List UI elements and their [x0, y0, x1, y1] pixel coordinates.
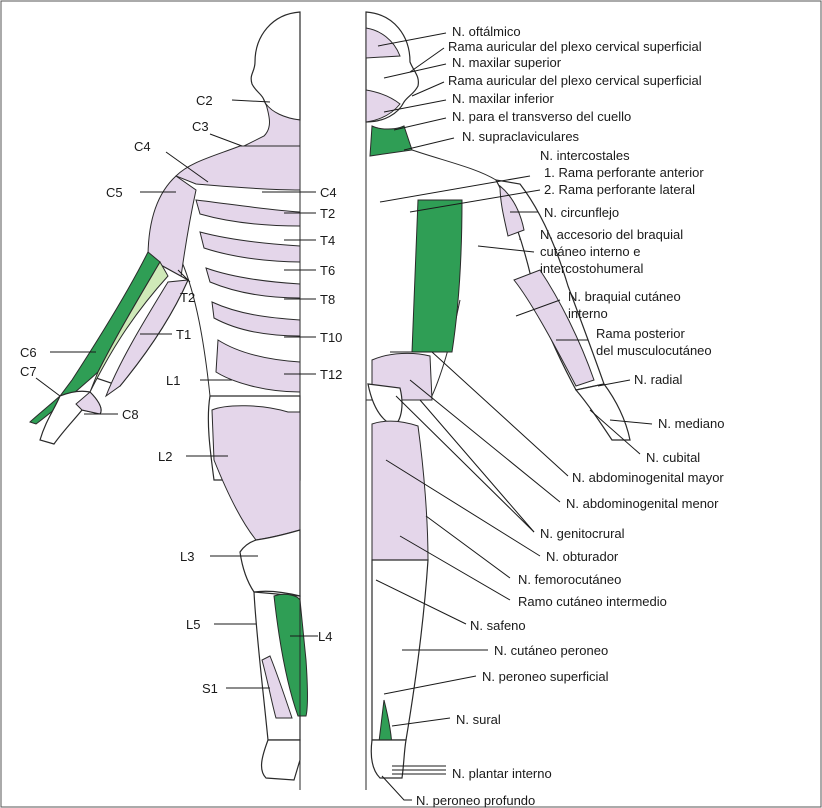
label-accesorio-2: cutáneo interno e	[540, 244, 640, 259]
label-maxilar-inf: N. maxilar inferior	[452, 91, 555, 106]
label-braquial-2: interno	[568, 306, 608, 321]
label-t4: T4	[320, 233, 335, 248]
label-cutaneo-peroneo: N. cutáneo peroneo	[494, 643, 608, 658]
label-c8: C8	[122, 407, 139, 422]
right-foot	[371, 740, 406, 778]
label-t8: T8	[320, 292, 335, 307]
label-mediano: N. mediano	[658, 416, 724, 431]
label-safeno: N. safeno	[470, 618, 526, 633]
label-musculo-2: del musculocutáneo	[596, 343, 712, 358]
label-genitocrural: N. genitocrural	[540, 526, 625, 541]
label-perforante-lat: 2. Rama perforante lateral	[544, 182, 695, 197]
label-peroneo-prof: N. peroneo profundo	[416, 793, 535, 808]
label-auricular-2: Rama auricular del plexo cervical superf…	[448, 73, 702, 88]
label-radial: N. radial	[634, 372, 683, 387]
label-maxilar-sup: N. maxilar superior	[452, 55, 562, 70]
label-t2b: T2	[180, 290, 195, 305]
label-intercostales: N. intercostales	[540, 148, 630, 163]
label-l3: L3	[180, 549, 194, 564]
label-l4: L4	[318, 629, 332, 644]
label-perforante-ant: 1. Rama perforante anterior	[544, 165, 704, 180]
label-circunflejo: N. circunflejo	[544, 205, 619, 220]
label-t12: T12	[320, 367, 342, 382]
label-l2: L2	[158, 449, 172, 464]
label-l1: L1	[166, 373, 180, 388]
label-supraclaviculares: N. supraclaviculares	[462, 129, 580, 144]
label-accesorio-1: N. accesorio del braquial	[540, 227, 683, 242]
label-c5: C5	[106, 185, 123, 200]
label-obturador: N. obturador	[546, 549, 619, 564]
label-braquial-1: N. braquial cutáneo	[568, 289, 681, 304]
label-sural: N. sural	[456, 712, 501, 727]
label-t1: T1	[176, 327, 191, 342]
label-t10: T10	[320, 330, 342, 345]
label-c4b: C4	[320, 185, 337, 200]
label-auricular-1: Rama auricular del plexo cervical superf…	[448, 39, 702, 54]
label-accesorio-3: intercostohumeral	[540, 261, 643, 276]
label-c7: C7	[20, 364, 37, 379]
label-c4: C4	[134, 139, 151, 154]
label-femorocutaneo: N. femorocutáneo	[518, 572, 621, 587]
label-transverso: N. para el transverso del cuello	[452, 109, 631, 124]
label-peroneo-sup: N. peroneo superficial	[482, 669, 609, 684]
label-c3: C3	[192, 119, 209, 134]
label-t2: T2	[320, 206, 335, 221]
label-abd-mayor: N. abdominogenital mayor	[572, 470, 724, 485]
label-musculo-1: Rama posterior	[596, 326, 686, 341]
label-cubital: N. cubital	[646, 450, 700, 465]
right-lateral-strip	[412, 200, 462, 352]
label-s1: S1	[202, 681, 218, 696]
label-c6: C6	[20, 345, 37, 360]
right-thigh-lilac	[372, 421, 428, 560]
label-c2: C2	[196, 93, 213, 108]
label-intermedio: Ramo cutáneo intermedio	[518, 594, 667, 609]
label-abd-menor: N. abdominogenital menor	[566, 496, 719, 511]
label-plantar-interno: N. plantar interno	[452, 766, 552, 781]
label-l5: L5	[186, 617, 200, 632]
label-t6: T6	[320, 263, 335, 278]
label-oftalmico: N. oftálmico	[452, 24, 521, 39]
left-foot	[262, 740, 300, 780]
